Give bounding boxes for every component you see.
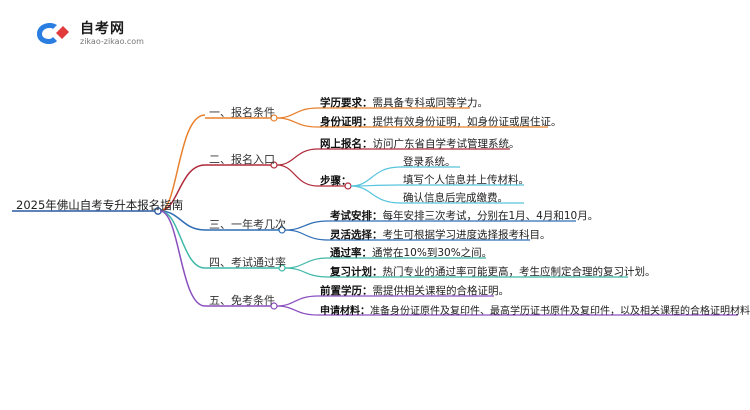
branch-3-leaf-1-connector [284, 220, 329, 231]
branch-4-connector [159, 210, 206, 269]
leaf-text: 提供有效身份证明，如身份证或居住证。 [372, 116, 562, 128]
branch-4-leaf-1-connector [284, 257, 329, 269]
leaf-text: 准备身份证原件及复印件、最高学历证书原件及复印件，以及相关课程的合格证明材料。 [370, 306, 750, 317]
branch-5-connector [159, 210, 206, 307]
leaf-colon: ： [362, 285, 373, 297]
branch-3-leaf-1: 考试安排：每年安排三次考试，分别在1月、4月和10月。 [330, 208, 598, 223]
leaf-key: 灵活选择 [330, 229, 372, 241]
branch-5-label: 五、免考条件 [209, 294, 275, 307]
logo-url: zikao-zikao.com [80, 37, 144, 46]
branch-4-label: 四、考试通过率 [209, 256, 286, 269]
step-2: 填写个人信息并上传材料。 [403, 174, 529, 186]
leaf-colon: ： [360, 306, 370, 317]
branch-3-leaf-2-connector [284, 229, 329, 241]
branch-4-leaf-2-connector [284, 267, 329, 278]
branch-4-leaf-2: 复习计划：热门专业的通过率可能更高，考生应制定合理的复习计划。 [330, 264, 656, 279]
leaf-text: 通常在10%到30%之间。 [372, 247, 493, 259]
leaf-colon: ： [341, 175, 352, 187]
leaf-key: 网上报名 [320, 138, 362, 150]
branch-5-leaf-1-connector [276, 295, 319, 307]
leaf-colon: ： [372, 210, 383, 222]
branch-1-leaf-2-connector [276, 117, 319, 128]
leaf-key: 通过率 [330, 247, 362, 259]
branch-1-leaf-1: 学历要求：需具备专科或同等学力。 [320, 95, 488, 110]
branch-5-leaf-2: 申请材料：准备身份证原件及复印件、最高学历证书原件及复印件，以及相关课程的合格证… [320, 302, 750, 317]
branch-2-label: 二、报名入口 [209, 153, 275, 166]
leaf-key: 学历要求 [320, 97, 362, 109]
branch-3-label: 三、一年考几次 [209, 218, 286, 231]
branch-3-leaf-2: 灵活选择：考生可根据学习进度选择报考科目。 [330, 227, 551, 242]
leaf-key: 身份证明 [320, 116, 362, 128]
leaf-key: 步骤 [320, 175, 341, 187]
leaf-text: 需提供相关课程的合格证明。 [372, 285, 510, 297]
leaf-text: 需具备专科或同等学力。 [372, 97, 489, 109]
branch-2-leaf-1-connector [276, 148, 319, 166]
leaf-colon: ： [372, 229, 383, 241]
leaf-text: 热门专业的通过率可能更高，考生应制定合理的复习计划。 [382, 266, 656, 278]
leaf-text: 考生可根据学习进度选择报考科目。 [382, 229, 551, 241]
root-topic: 2025年佛山自考专升本报名指南 [16, 198, 184, 212]
leaf-colon: ： [372, 266, 383, 278]
logo-title: 自考网 [80, 21, 125, 37]
leaf-text: 访问广东省自学考试管理系统。 [372, 138, 520, 150]
step-1: 登录系统。 [403, 156, 456, 168]
branch-4-leaf-1: 通过率：通常在10%到30%之间。 [330, 245, 492, 260]
step-3: 确认信息后完成缴费。 [403, 192, 508, 204]
leaf-colon: ： [362, 138, 373, 150]
site-logo[interactable]: 自考网 zikao-zikao.com [36, 18, 186, 50]
branch-5-leaf-1: 前置学历：需提供相关课程的合格证明。 [320, 283, 509, 298]
leaf-key: 申请材料 [320, 306, 360, 317]
branch-2-leaf-1: 网上报名：访问广东省自学考试管理系统。 [320, 136, 520, 151]
branch-1-leaf-1-connector [276, 107, 319, 119]
leaf-key: 考试安排 [330, 210, 372, 222]
leaf-colon: ： [362, 97, 373, 109]
step-1-connector [350, 166, 401, 187]
branch-2-leaf-2: 步骤： [320, 173, 352, 188]
branch-5-leaf-2-connector [276, 305, 319, 316]
step-3-connector [350, 185, 401, 204]
branch-2-connector [159, 164, 206, 212]
logo-mark-icon [37, 23, 69, 44]
leaf-key: 复习计划 [330, 266, 372, 278]
branch-1-label: 一、报名条件 [209, 106, 275, 119]
leaf-key: 前置学历 [320, 285, 362, 297]
leaf-colon: ： [361, 247, 373, 259]
leaf-colon: ： [362, 116, 373, 128]
leaf-text: 每年安排三次考试，分别在1月、4月和10月。 [382, 210, 599, 222]
branch-1-leaf-2: 身份证明：提供有效身份证明，如身份证或居住证。 [320, 114, 562, 129]
branch-1-connector [159, 114, 206, 212]
branch-2-leaf-2-connector [276, 164, 319, 187]
